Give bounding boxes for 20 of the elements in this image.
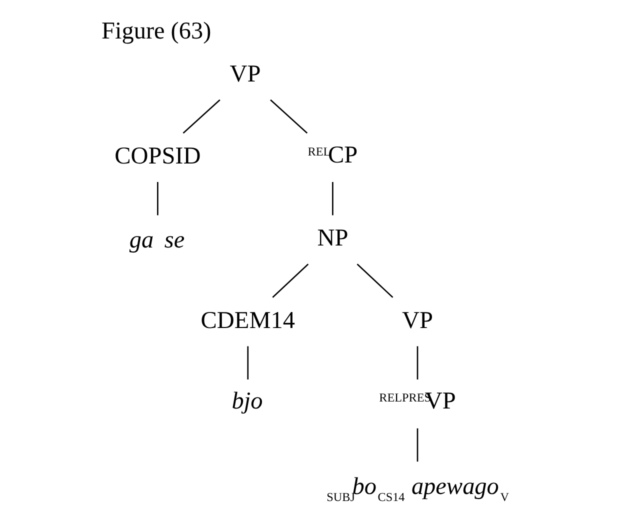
node-text: VP [230,60,261,88]
node-text: CDEM14 [200,306,295,334]
node-text: $^{RELPRES}$VP [379,388,456,415]
node-text: $^{REL}$CP [308,141,358,168]
node-text: ga se [129,226,185,254]
connector [272,264,309,298]
node-text: COPSID [114,142,201,170]
node-text: $_{SUBJ}$bo$_{CS14}$ apewago$_{V}$ [326,473,510,504]
node-text: bjo [232,388,263,415]
node-text: NP [317,224,348,252]
connector [270,99,308,134]
diagram-title: Figure (63) [102,17,212,44]
connector [182,99,220,134]
node-text: VP [402,306,433,334]
connector [416,428,418,462]
connector [157,182,158,216]
connector [247,346,249,380]
connector [332,182,334,216]
connector [356,264,394,298]
connector [416,346,418,380]
